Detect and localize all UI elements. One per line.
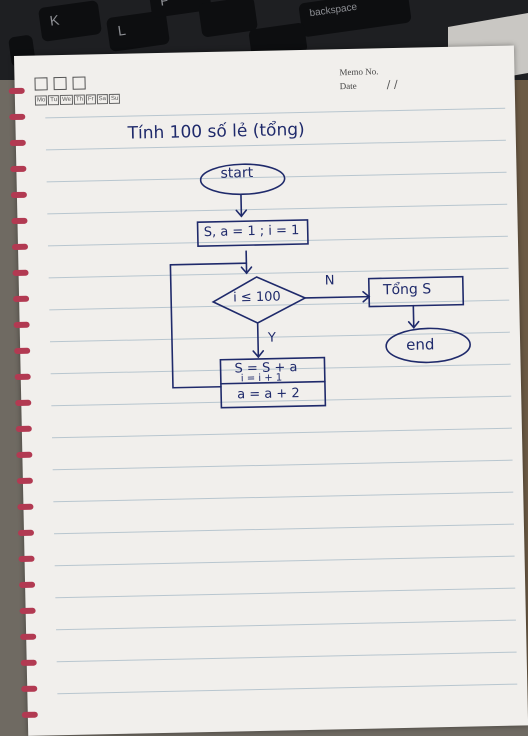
spiral-ring [20, 634, 36, 640]
start-label: start [220, 165, 253, 182]
keyboard-key-backspace: backspace [298, 0, 412, 37]
init-label: S, a = 1 ; i = 1 [204, 223, 300, 240]
condition-label: i ≤ 100 [233, 289, 281, 305]
ruled-line [56, 620, 516, 631]
loop-back-line [170, 264, 221, 388]
ruled-line [57, 684, 517, 695]
flowchart [14, 46, 523, 476]
ruled-line [53, 492, 513, 503]
arrow-no [305, 297, 369, 298]
step3-label: a = a + 2 [237, 386, 300, 402]
end-label: end [406, 335, 435, 354]
no-label: N [325, 273, 335, 288]
ruled-line [55, 556, 515, 567]
spiral-ring [18, 530, 34, 536]
notebook-page: Mo Tu We Th Fr Sa Su Memo No. Date / / T… [14, 46, 528, 736]
spiral-ring [17, 478, 33, 484]
spiral-ring [18, 556, 34, 562]
ruled-line [57, 652, 517, 663]
spiral-ring [19, 582, 35, 588]
spiral-ring [22, 712, 38, 718]
spiral-ring [17, 504, 33, 510]
ruled-line [55, 588, 515, 599]
spiral-ring [21, 660, 37, 666]
ruled-line [54, 524, 514, 535]
loop-top-line [170, 263, 246, 265]
keyboard-key-k: K [38, 0, 102, 42]
spiral-ring [21, 686, 37, 692]
output-label: Tổng S [383, 281, 432, 298]
arrow-yes [258, 323, 259, 357]
yes-label: Y [268, 331, 276, 346]
step2-label: i = i + 1 [241, 372, 283, 384]
spiral-ring [20, 608, 36, 614]
